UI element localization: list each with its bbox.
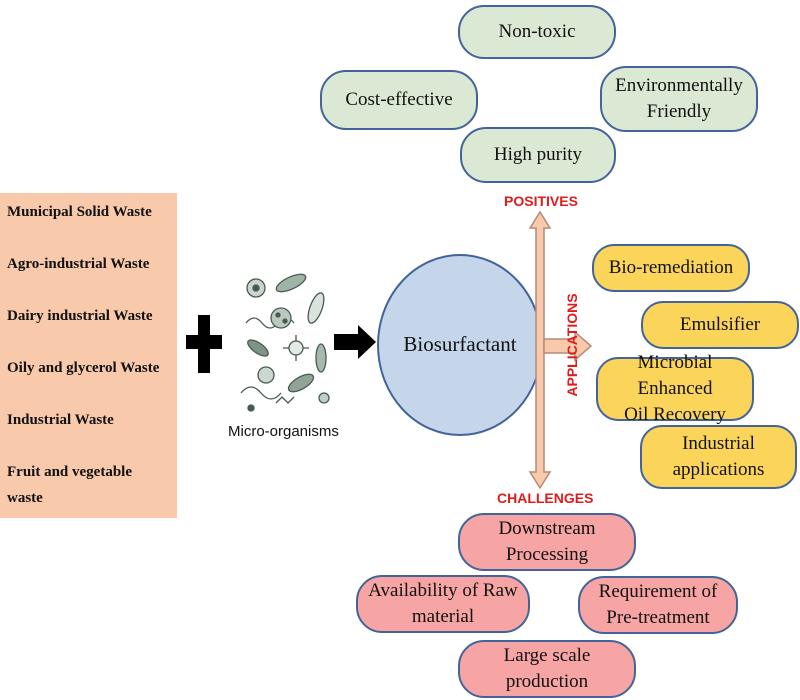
application-emulsifier: Emulsifier [641, 301, 799, 349]
applications-heading: APPLICATIONS [564, 293, 580, 397]
challenge-pre-treatment: Requirement of Pre-treatment [578, 576, 738, 634]
waste-fruit-vegetable: Fruit and vegetable [7, 464, 132, 480]
microorganisms-icon [240, 273, 330, 412]
positive-cost-effective-label: Cost-effective [345, 89, 453, 110]
challenge-downstream-line1: Downstream [498, 518, 596, 539]
application-bio-remediation-label: Bio-remediation [608, 257, 734, 278]
challenge-downstream-line2: Processing [505, 544, 589, 565]
challenge-raw-material-line2: material [411, 606, 475, 627]
application-industrial-line1: Industrial [682, 433, 755, 454]
challenge-downstream-processing: Downstream Processing [458, 513, 636, 571]
challenge-raw-material: Availability of Raw material [356, 575, 530, 633]
microorganisms-label: Micro-organisms [228, 423, 339, 440]
positive-high-purity: High purity [460, 127, 616, 183]
challenge-large-scale-line1: Large scale [503, 645, 591, 666]
waste-agro-industrial: Agro-industrial Waste [7, 256, 150, 272]
arrow-right-icon [334, 325, 376, 359]
application-meor-line1: Microbial Enhanced [637, 352, 713, 399]
application-industrial: Industrial applications [640, 425, 797, 489]
application-emulsifier-label: Emulsifier [679, 314, 761, 335]
challenges-heading: CHALLENGES [497, 490, 594, 506]
positive-non-toxic: Non-toxic [458, 5, 616, 59]
positive-environmentally-label: Environmentally [615, 75, 743, 96]
challenge-raw-material-line1: Availability of Raw [368, 580, 518, 601]
positive-friendly-label: Friendly [646, 101, 712, 122]
waste-oily-glycerol: Oily and glycerol Waste [7, 360, 160, 376]
application-meor: Microbial Enhanced Oil Recovery [596, 352, 754, 425]
positive-cost-effective: Cost-effective [320, 70, 478, 130]
challenge-pre-treatment-line2: Pre-treatment [606, 607, 710, 628]
application-bio-remediation: Bio-remediation [592, 244, 750, 292]
challenge-pre-treatment-line1: Requirement of [598, 581, 718, 602]
waste-fruit-vegetable-line2: waste [7, 490, 43, 506]
challenge-large-scale-production: Large scale production [458, 640, 636, 698]
waste-dairy: Dairy industrial Waste [7, 308, 153, 324]
application-meor-line2: Oil Recovery [624, 404, 726, 425]
positive-high-purity-label: High purity [493, 144, 583, 165]
application-industrial-line2: applications [672, 459, 765, 480]
waste-municipal: Municipal Solid Waste [7, 204, 152, 220]
distribution-arrows [528, 210, 593, 490]
positive-environmentally-friendly: Environmentally Friendly [600, 66, 758, 132]
waste-industrial: Industrial Waste [7, 412, 114, 428]
positive-non-toxic-label: Non-toxic [498, 21, 576, 42]
challenge-large-scale-line2: production [505, 671, 589, 692]
biosurfactant-label: Biosurfactant [403, 332, 517, 356]
waste-sources-box: Municipal Solid Waste Agro-industrial Wa… [0, 193, 177, 518]
plus-icon [186, 315, 222, 373]
positives-heading: POSITIVES [504, 193, 578, 209]
